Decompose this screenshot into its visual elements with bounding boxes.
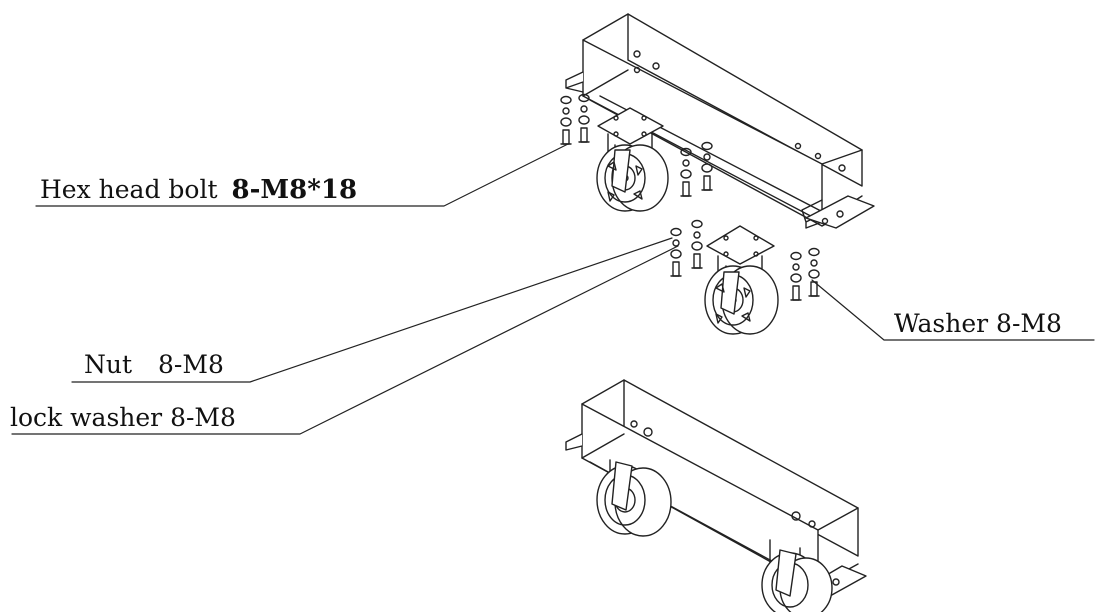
washer-label: Washer 8-M8 <box>894 309 1062 338</box>
washer-leader <box>811 279 1095 341</box>
nut-leader <box>71 237 673 383</box>
nut-name: Nut <box>84 350 133 379</box>
lock-washer-leader <box>11 245 679 435</box>
bottom-assembly <box>565 379 867 612</box>
caster-2 <box>704 225 779 335</box>
hardware-stacks <box>560 93 820 301</box>
hex-bolt-leader <box>35 143 569 207</box>
nut-label: Nut 8-M8 <box>84 350 224 380</box>
hex-bolt-spec: 8-M8*18 <box>231 175 358 205</box>
hex-bolt-label: Hex head bolt 8-M8*18 <box>40 175 357 205</box>
top-channel-bracket <box>565 13 875 229</box>
caster-1 <box>596 107 669 212</box>
leader-lines <box>11 143 1095 435</box>
lock-washer-label: lock washer 8-M8 <box>10 403 236 432</box>
nut-spec: 8-M8 <box>158 350 224 379</box>
hex-bolt-name: Hex head bolt <box>40 175 218 204</box>
